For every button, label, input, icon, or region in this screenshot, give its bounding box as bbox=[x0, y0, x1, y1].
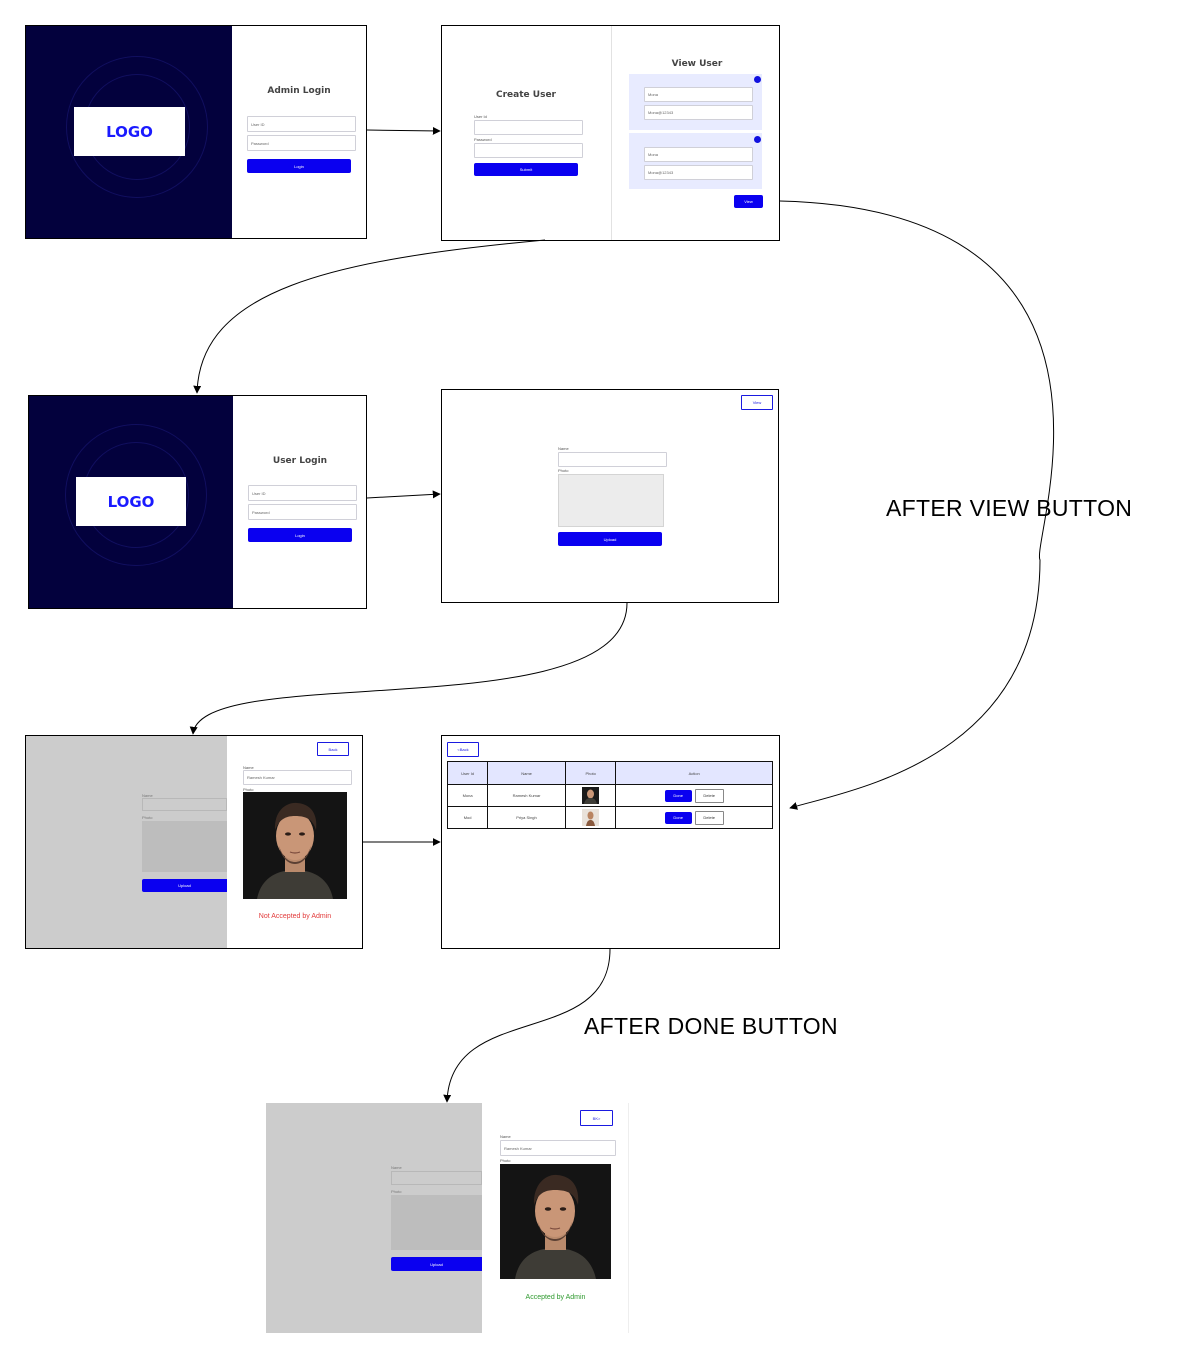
password-field[interactable]: Password bbox=[247, 135, 356, 151]
profile-accepted-screen: Name Photo Upload BK> Name Ramesh Kumar … bbox=[266, 1103, 629, 1333]
password-field[interactable]: Password bbox=[248, 504, 357, 520]
name-field[interactable]: Ramesh Kumar bbox=[500, 1140, 616, 1156]
photo-label: Photo bbox=[500, 1158, 511, 1163]
dimmed-background: Name Photo Upload bbox=[266, 1103, 482, 1333]
password-field: Mona@12343 bbox=[644, 165, 753, 180]
bg-name-label: Name bbox=[391, 1165, 402, 1170]
status-dot-icon bbox=[754, 136, 761, 143]
bg-upload-button: Upload bbox=[391, 1257, 482, 1271]
profile-photo bbox=[500, 1164, 611, 1279]
portrait-image bbox=[500, 1164, 611, 1279]
user-login-screen: LOGO User Login User ID Password Login bbox=[28, 395, 367, 609]
brand-panel: LOGO bbox=[26, 26, 232, 238]
page-title: User Login bbox=[272, 456, 328, 466]
bg-name-label: Name bbox=[142, 793, 153, 798]
profile-photo bbox=[243, 792, 347, 899]
view-button[interactable]: View bbox=[741, 395, 773, 410]
status-text: Accepted by Admin bbox=[525, 1294, 586, 1301]
action-cell: Done Delete bbox=[615, 784, 773, 807]
name-label: Name bbox=[500, 1134, 511, 1139]
table-row: Mod Priya Singh Done Delete bbox=[446, 806, 773, 829]
thumbnail-image bbox=[582, 787, 600, 804]
brand-panel: LOGO bbox=[29, 396, 233, 608]
login-button[interactable]: Login bbox=[248, 528, 352, 542]
photo-dropzone[interactable] bbox=[558, 474, 664, 527]
arrow-table-to-accepted bbox=[443, 948, 611, 1103]
upload-screen: View Name Photo Upload bbox=[441, 389, 779, 603]
bg-name-field bbox=[391, 1171, 482, 1185]
bg-photo-label: Photo bbox=[142, 815, 153, 820]
thumbnail-image bbox=[582, 809, 600, 826]
bg-photo-label: Photo bbox=[391, 1189, 402, 1194]
create-view-user-screen: Create User User Id Password Submit View… bbox=[441, 25, 780, 241]
user-card: Mona Mona@12343 bbox=[629, 74, 762, 130]
back-button[interactable]: BK> bbox=[580, 1110, 613, 1126]
after-done-caption: AFTER DONE BUTTON bbox=[584, 1013, 838, 1039]
decor-ring bbox=[65, 424, 207, 566]
photo-label: Photo bbox=[243, 787, 254, 792]
decor-ring bbox=[66, 56, 208, 198]
arrow-view-to-table bbox=[779, 200, 1055, 810]
photo-label: Photo bbox=[558, 468, 569, 473]
logo: LOGO bbox=[74, 107, 185, 156]
table-header-row: User Id Name Photo Action bbox=[446, 761, 773, 785]
password-field[interactable] bbox=[474, 143, 583, 158]
column-header: User Id bbox=[446, 761, 489, 785]
users-table: User Id Name Photo Action Mona Ramesh Ku… bbox=[446, 761, 773, 829]
bg-name-field bbox=[142, 798, 227, 811]
divider bbox=[611, 26, 612, 240]
status-text: Not Accepted by Admin bbox=[258, 913, 332, 920]
bg-photo-box bbox=[142, 821, 227, 872]
arrow-create-to-userlogin bbox=[193, 239, 546, 394]
done-button[interactable]: Done bbox=[664, 811, 692, 824]
after-view-caption: AFTER VIEW BUTTON bbox=[886, 495, 1133, 521]
view-button[interactable]: View bbox=[734, 195, 763, 208]
admin-login-screen: LOGO Admin Login User ID Password Login bbox=[25, 25, 367, 239]
login-button[interactable]: Login bbox=[247, 159, 351, 173]
action-cell: Done Delete bbox=[615, 806, 773, 829]
portrait-image bbox=[243, 792, 347, 899]
submit-button[interactable]: Submit bbox=[474, 163, 578, 176]
page-title: Admin Login bbox=[267, 86, 331, 96]
name-field[interactable]: Ramesh Kumar bbox=[243, 770, 352, 785]
photo-cell bbox=[564, 806, 617, 829]
done-button[interactable]: Done bbox=[664, 789, 692, 802]
name-field: Mona bbox=[644, 147, 753, 162]
column-header: Photo bbox=[564, 761, 617, 785]
back-button[interactable]: <Back bbox=[447, 742, 479, 757]
column-header: Action bbox=[615, 761, 773, 785]
status-dot-icon bbox=[754, 76, 761, 83]
name-field[interactable] bbox=[558, 452, 667, 467]
arrow-userlogin-to-upload bbox=[366, 490, 441, 499]
name-label: Name bbox=[558, 446, 569, 451]
delete-button[interactable]: Delete bbox=[694, 810, 724, 825]
upload-button[interactable]: Upload bbox=[558, 532, 662, 546]
bg-upload-button: Upload bbox=[142, 879, 227, 892]
column-header: Name bbox=[487, 761, 566, 785]
view-user-title: View User bbox=[671, 59, 723, 69]
back-button[interactable]: Back bbox=[317, 742, 349, 756]
name-cell: Priya Singh bbox=[487, 806, 566, 829]
password-field: Mona@12343 bbox=[644, 105, 753, 120]
delete-button[interactable]: Delete bbox=[694, 788, 724, 803]
arrow-upload-to-profile bbox=[189, 602, 628, 735]
user-id-field[interactable]: User ID bbox=[248, 485, 357, 501]
user-id-label: User Id bbox=[474, 114, 487, 119]
name-field: Mona bbox=[644, 87, 753, 102]
name-label: Name bbox=[243, 765, 254, 770]
table-row: Mona Ramesh Kumar Done Delete bbox=[446, 784, 773, 807]
create-user-title: Create User bbox=[496, 90, 556, 100]
admin-table-screen: <Back User Id Name Photo Action Mona Ram… bbox=[441, 735, 780, 949]
arrow-admin-to-create bbox=[366, 126, 441, 135]
dimmed-background: Name Photo Upload bbox=[26, 736, 227, 948]
user-id-cell: Mod bbox=[446, 806, 489, 829]
profile-not-accepted-screen: Name Photo Upload Back Name Ramesh Kumar… bbox=[25, 735, 363, 949]
user-id-field[interactable] bbox=[474, 120, 583, 135]
user-id-field[interactable]: User ID bbox=[247, 116, 356, 132]
user-card: Mona Mona@12343 bbox=[629, 133, 762, 189]
password-label: Password bbox=[474, 137, 492, 142]
logo: LOGO bbox=[76, 477, 186, 526]
bg-photo-box bbox=[391, 1195, 482, 1250]
